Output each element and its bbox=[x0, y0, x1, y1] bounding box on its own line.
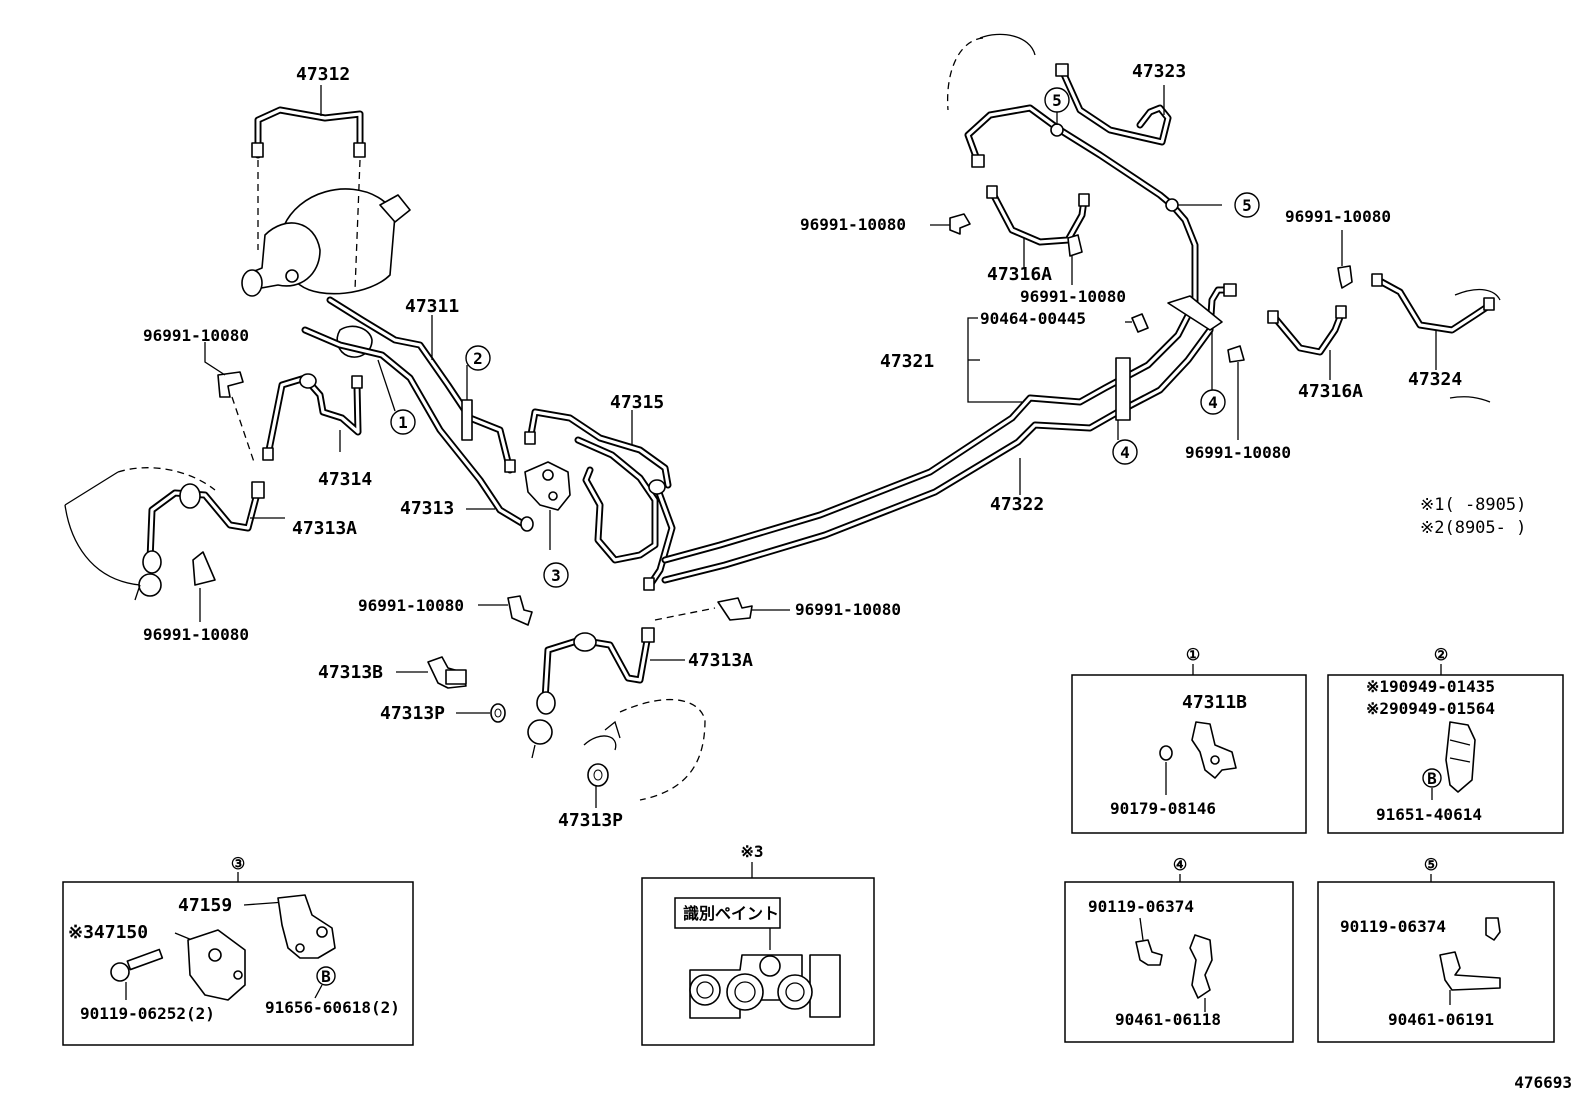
svg-text:90179-08146: 90179-08146 bbox=[1110, 799, 1216, 818]
label-47316A-b: 47316A bbox=[1298, 381, 1363, 402]
label-47314: 47314 bbox=[318, 469, 372, 490]
rear-brake-lines bbox=[661, 201, 1237, 584]
label-clip-right-top: 96991-10080 bbox=[1285, 207, 1391, 226]
svg-text:90461-06191: 90461-06191 bbox=[1388, 1010, 1494, 1029]
label-47313A-mid: 47313A bbox=[688, 650, 753, 671]
label-47313P-b: 47313P bbox=[558, 810, 623, 831]
hose-47316A-right bbox=[1267, 230, 1353, 380]
detail-panel-3: ③ 47159 ※347150 90119-06252(2) B 91656-6… bbox=[62, 854, 414, 1046]
pipe-47311 bbox=[301, 296, 534, 532]
svg-text:90119-06252(2): 90119-06252(2) bbox=[80, 1004, 215, 1023]
svg-text:⑤: ⑤ bbox=[1424, 855, 1438, 874]
label-clip-mid-right: 96991-10080 bbox=[795, 600, 901, 619]
svg-text:2: 2 bbox=[473, 349, 483, 368]
label-clip-left-bottom: 96991-10080 bbox=[143, 625, 249, 644]
callout-4a: 4 bbox=[1112, 439, 1138, 465]
clip-right-bottom bbox=[1227, 345, 1245, 440]
callout-4b: 4 bbox=[1200, 389, 1226, 415]
label-clip-mid-left: 96991-10080 bbox=[358, 596, 464, 615]
svg-text:B: B bbox=[321, 967, 331, 986]
callout-5a: 5 bbox=[1044, 87, 1070, 113]
left-front-brake bbox=[64, 467, 285, 622]
note-1: ※1( -8905) bbox=[1420, 495, 1526, 515]
label-47311: 47311 bbox=[405, 296, 459, 317]
note-2: ※2(8905- ) bbox=[1420, 518, 1526, 538]
diagram-id: 476693 bbox=[1514, 1073, 1572, 1092]
label-47312: 47312 bbox=[296, 64, 350, 85]
svg-text:※347150: ※347150 bbox=[68, 922, 148, 943]
pipe-47324 bbox=[1371, 273, 1501, 403]
label-47313: 47313 bbox=[400, 498, 454, 519]
svg-text:B: B bbox=[1427, 769, 1437, 788]
pipe-47315-and-pv bbox=[524, 408, 676, 591]
clip-mid-left bbox=[478, 595, 533, 626]
detail-panel-2: ② ※190949-01435 ※290949-01564 B 91651-40… bbox=[1327, 645, 1564, 834]
detail-panel-5: ⑤ 90119-06374 90461-06191 bbox=[1317, 855, 1555, 1043]
svg-text:91651-40614: 91651-40614 bbox=[1376, 805, 1482, 824]
svg-text:90119-06374: 90119-06374 bbox=[1088, 897, 1194, 916]
svg-text:※290949-01564: ※290949-01564 bbox=[1366, 699, 1495, 718]
callout-2: 2 bbox=[465, 345, 491, 371]
label-47316A-a: 47316A bbox=[987, 264, 1052, 285]
svg-text:②: ② bbox=[1434, 645, 1448, 664]
label-clip-right-bottom: 96991-10080 bbox=[1185, 443, 1291, 462]
svg-text:90119-06374: 90119-06374 bbox=[1340, 917, 1446, 936]
detail-panel-s3: ※3 識別ペイント bbox=[641, 842, 875, 1046]
callout-1: 1 bbox=[377, 359, 416, 435]
svg-text:4: 4 bbox=[1120, 443, 1130, 462]
label-47324: 47324 bbox=[1408, 369, 1462, 390]
svg-text:5: 5 bbox=[1242, 196, 1252, 215]
svg-text:識別ペイント: 識別ペイント bbox=[683, 904, 779, 923]
hose-47316A-left bbox=[930, 185, 1149, 333]
svg-text:①: ① bbox=[1186, 645, 1200, 664]
svg-text:5: 5 bbox=[1052, 91, 1062, 110]
svg-text:④: ④ bbox=[1173, 855, 1187, 874]
label-clip-center: 96991-10080 bbox=[1020, 287, 1126, 306]
svg-text:3: 3 bbox=[551, 566, 561, 585]
pipe-47312 bbox=[251, 85, 366, 291]
label-47323: 47323 bbox=[1132, 61, 1186, 82]
pipe-47314 bbox=[262, 373, 363, 461]
svg-text:1: 1 bbox=[398, 413, 408, 432]
label-47313P-a: 47313P bbox=[380, 703, 445, 724]
clip-left-top bbox=[204, 342, 256, 466]
label-47313B: 47313B bbox=[318, 662, 383, 683]
callout-5b: 5 bbox=[1234, 192, 1260, 218]
label-47321: 47321 bbox=[880, 351, 934, 372]
svg-text:※190949-01435: ※190949-01435 bbox=[1366, 677, 1495, 696]
master-cylinder-assembly bbox=[241, 188, 411, 358]
svg-text:91656-60618(2): 91656-60618(2) bbox=[265, 998, 400, 1017]
svg-text:③: ③ bbox=[231, 854, 245, 873]
banjo-bolt-47313B bbox=[396, 656, 506, 723]
label-clip-top-center: 96991-10080 bbox=[800, 215, 906, 234]
right-front-brake bbox=[527, 627, 706, 808]
detail-panel-4: ④ 90119-06374 90461-06118 bbox=[1064, 855, 1294, 1043]
rear-upper-lines bbox=[946, 33, 1222, 212]
svg-text:47159: 47159 bbox=[178, 895, 232, 916]
detail-panel-1: ① 47311B 90179-08146 bbox=[1071, 645, 1307, 834]
svg-text:90461-06118: 90461-06118 bbox=[1115, 1010, 1221, 1029]
label-clip-left-top: 96991-10080 bbox=[143, 326, 249, 345]
label-47322: 47322 bbox=[990, 494, 1044, 515]
svg-text:4: 4 bbox=[1208, 393, 1218, 412]
clip-mid-right bbox=[654, 597, 790, 621]
label-47313A-left: 47313A bbox=[292, 518, 357, 539]
svg-text:※3: ※3 bbox=[740, 842, 763, 861]
callout-3: 3 bbox=[543, 562, 569, 588]
label-90464-00445: 90464-00445 bbox=[980, 309, 1086, 328]
svg-text:47311B: 47311B bbox=[1182, 692, 1247, 713]
label-47315: 47315 bbox=[610, 392, 664, 413]
